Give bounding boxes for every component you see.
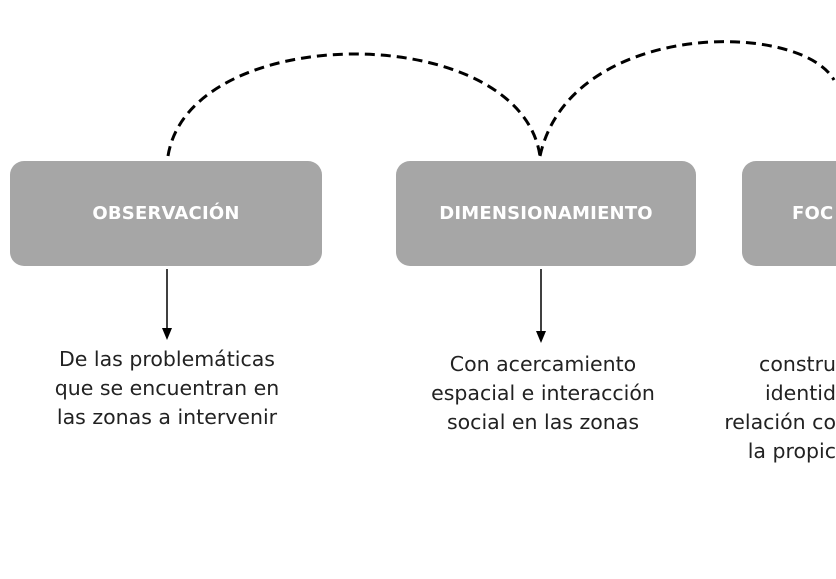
step-box-dimensionamiento: DIMENSIONAMIENTO bbox=[396, 161, 696, 266]
dashed-arc-1 bbox=[166, 52, 542, 157]
desc-line: que se encuentran en bbox=[54, 376, 280, 400]
step-description-2: Con acercamiento espacial e interacción … bbox=[393, 350, 693, 437]
step-box-observacion: OBSERVACIÓN bbox=[10, 161, 322, 266]
desc-line: las zonas a intervenir bbox=[56, 405, 278, 429]
desc-line: la propic bbox=[747, 439, 836, 463]
desc-line: espacial e interacción bbox=[431, 381, 655, 405]
desc-line: constru bbox=[759, 352, 836, 376]
desc-line: Con acercamiento bbox=[449, 352, 637, 376]
desc-line: identid bbox=[764, 381, 836, 405]
step-description-1: De las problemáticas que se encuentran e… bbox=[17, 345, 317, 432]
step-title: OBSERVACIÓN bbox=[92, 203, 240, 224]
step-title: FOC bbox=[792, 203, 834, 224]
desc-line: relación co bbox=[724, 410, 836, 434]
desc-line: De las problemáticas bbox=[58, 347, 275, 371]
arrow-head-2 bbox=[536, 331, 546, 343]
desc-line: social en las zonas bbox=[446, 410, 640, 434]
step-title: DIMENSIONAMIENTO bbox=[439, 203, 653, 224]
step-box-third: FOC bbox=[742, 161, 836, 266]
dashed-arc-2 bbox=[538, 40, 836, 157]
step-description-3: constru identid relación co la propic bbox=[700, 350, 836, 466]
arrow-head-1 bbox=[162, 328, 172, 340]
